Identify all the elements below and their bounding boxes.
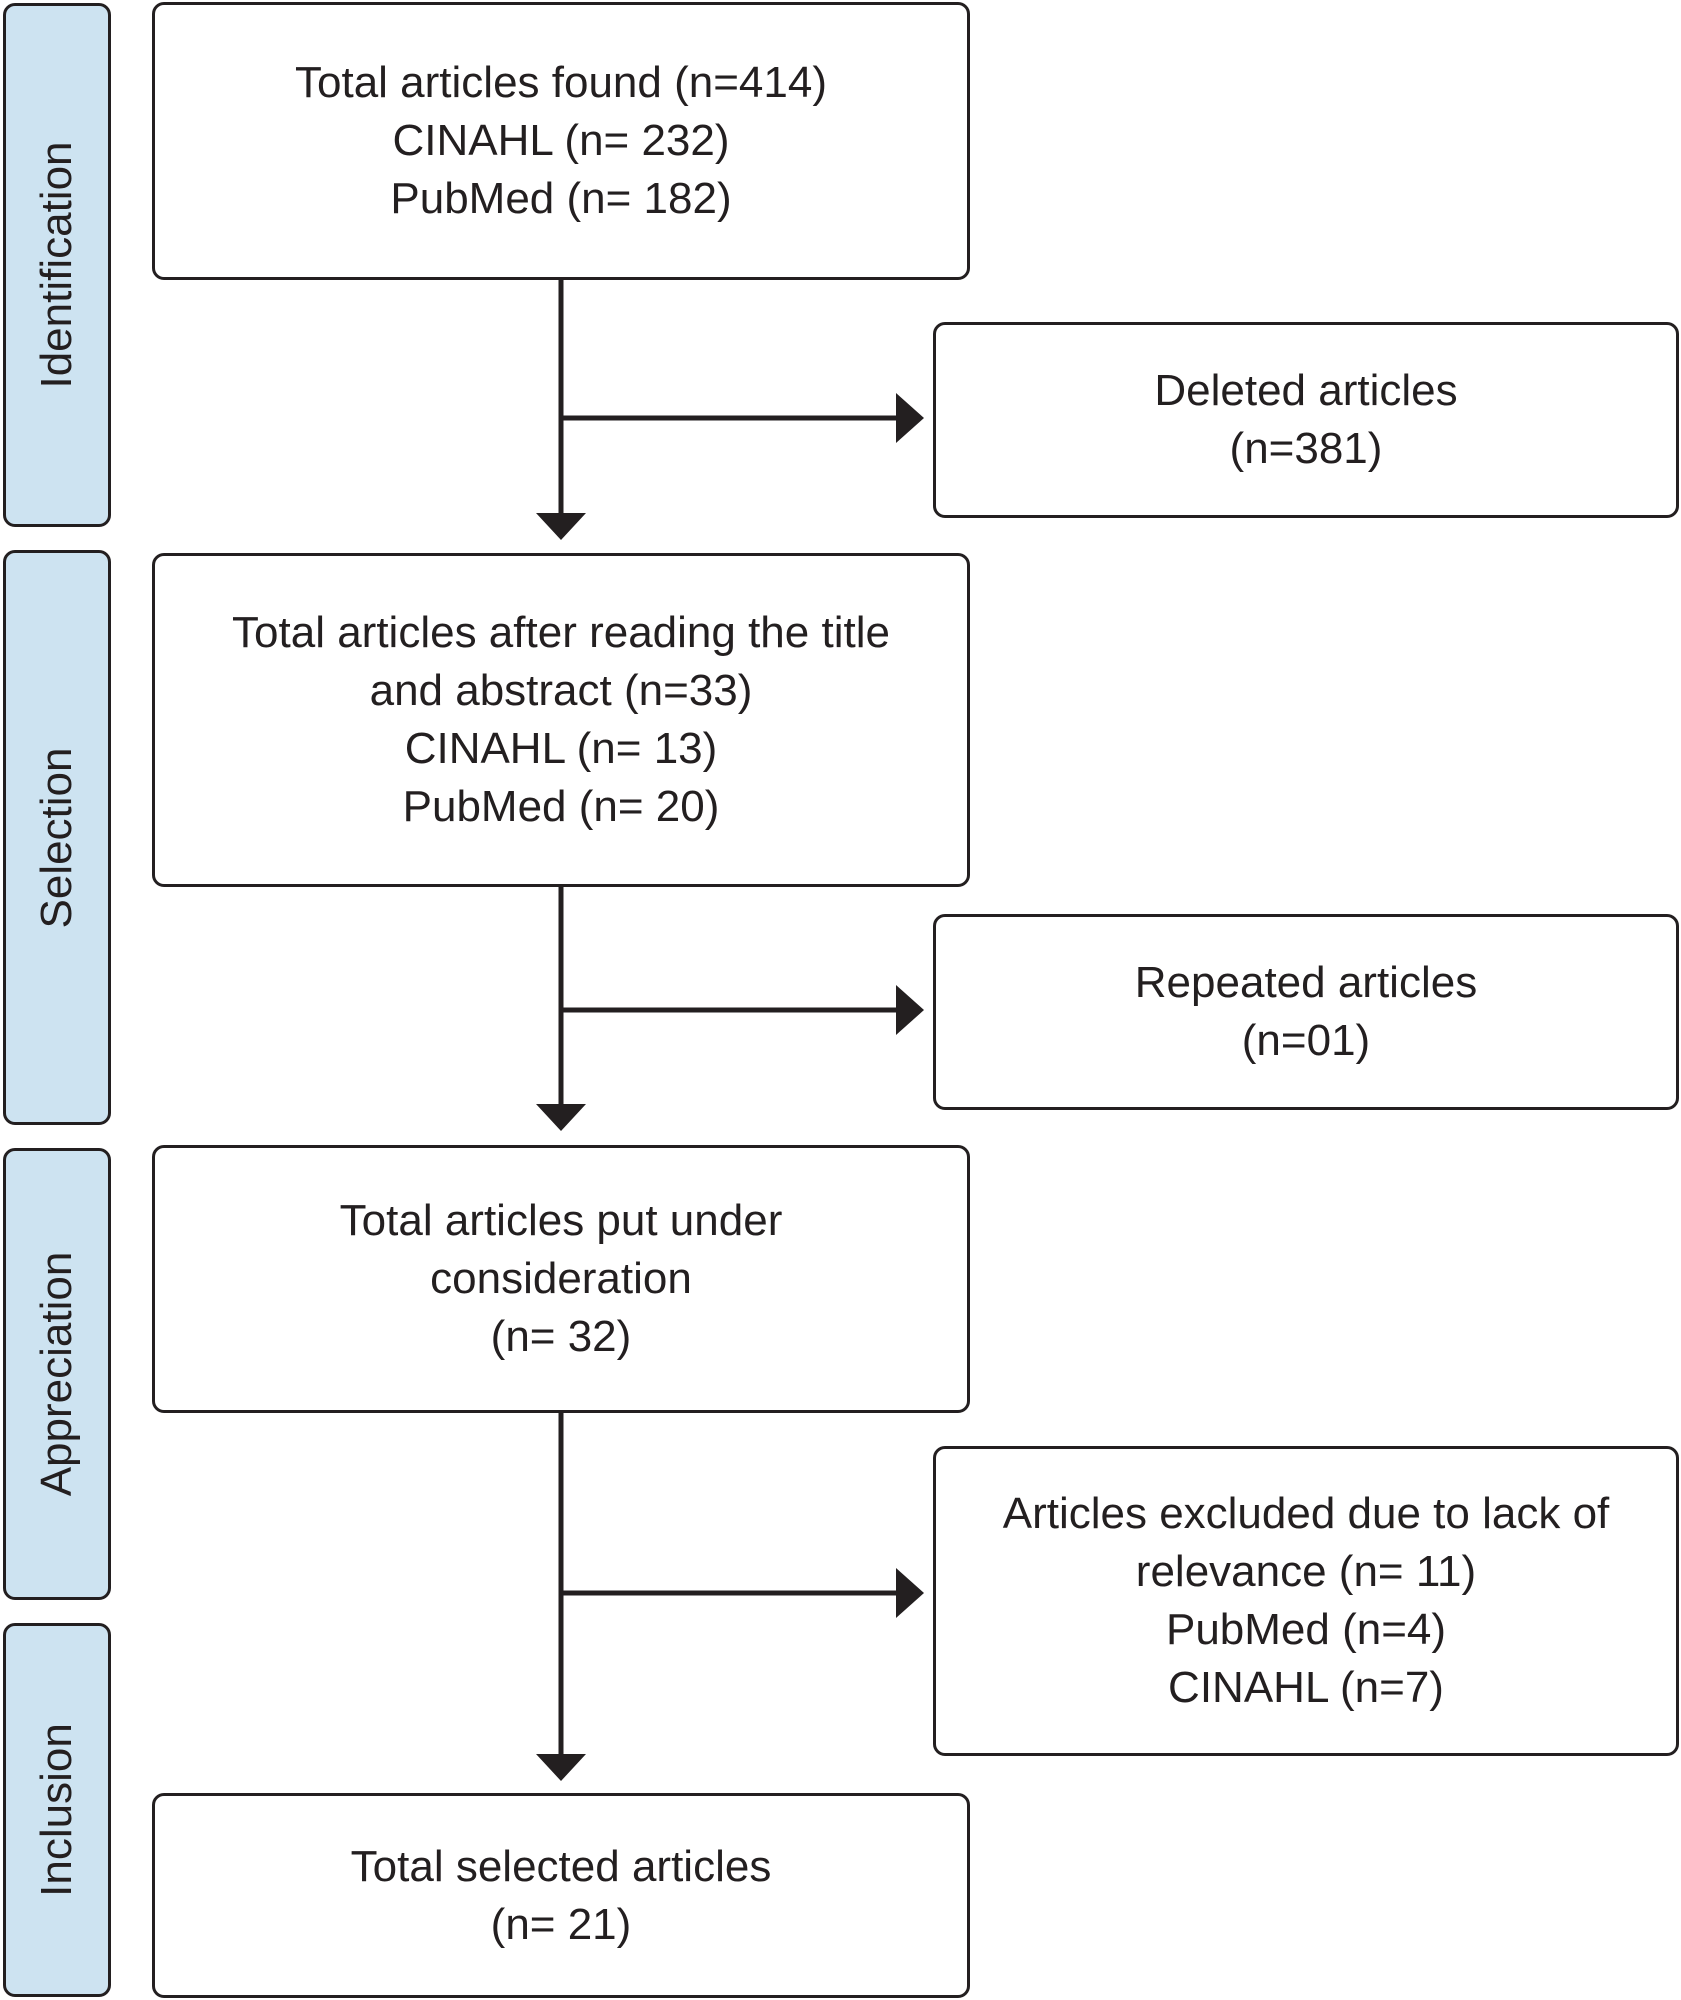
box-text: relevance (n= 11) <box>1135 1547 1477 1596</box>
phase-selection: Selection <box>3 550 111 1125</box>
box-text: (n=01) <box>1241 1016 1371 1065</box>
box-text: Total articles after reading the title <box>232 608 890 657</box>
box-text: Deleted articles <box>1154 366 1458 415</box>
box-text: consideration <box>430 1254 692 1303</box>
box-text: PubMed (n=4) <box>1165 1605 1447 1654</box>
box-total-selected: Total selected articles (n= 21) <box>152 1793 970 1998</box>
box-after-reading-title-abstract: Total articles after reading the title a… <box>152 553 970 887</box>
box-text: Articles excluded due to lack of <box>1002 1489 1610 1538</box>
phase-inclusion-label: Inclusion <box>32 1723 81 1897</box>
box-text: (n=381) <box>1229 424 1383 473</box>
box-text: Total articles put under <box>339 1196 783 1245</box>
box-repeated-articles: Repeated articles (n=01) <box>933 914 1679 1110</box>
phase-identification: Identification <box>3 3 111 527</box>
box-text: CINAHL (n= 13) <box>404 724 718 773</box>
phase-selection-label: Selection <box>32 746 81 929</box>
box-text: and abstract (n=33) <box>369 666 753 715</box>
arrowhead-right-2 <box>896 985 924 1035</box>
box-text: (n= 21) <box>490 1899 632 1949</box>
box-text: CINAHL (n= 232) <box>392 116 730 165</box>
box-text: Repeated articles <box>1134 958 1478 1007</box>
box-deleted-articles: Deleted articles (n=381) <box>933 322 1679 518</box>
box-text: CINAHL (n=7) <box>1168 1663 1444 1712</box>
box-under-consideration: Total articles put under consideration (… <box>152 1145 970 1413</box>
phase-appreciation-label: Appreciation <box>32 1251 81 1497</box>
box-text: PubMed (n= 182) <box>390 174 732 223</box>
phase-appreciation: Appreciation <box>3 1148 111 1600</box>
arrowhead-right-1 <box>896 393 924 443</box>
arrowhead-down-1 <box>536 513 586 540</box>
arrowhead-down-3 <box>536 1754 586 1781</box>
box-text: PubMed (n= 20) <box>402 782 720 831</box>
box-text: Total articles found (n=414) <box>295 58 827 107</box>
box-total-articles-found: Total articles found (n=414) CINAHL (n= … <box>152 2 970 280</box>
box-text: Total selected articles <box>350 1841 772 1891</box>
phase-identification-label: Identification <box>32 141 81 389</box>
arrowhead-down-2 <box>536 1104 586 1131</box>
box-excluded-articles: Articles excluded due to lack of relevan… <box>933 1446 1679 1756</box>
phase-inclusion: Inclusion <box>3 1623 111 1997</box>
box-text: (n= 32) <box>490 1312 632 1361</box>
arrowhead-right-3 <box>896 1568 924 1618</box>
